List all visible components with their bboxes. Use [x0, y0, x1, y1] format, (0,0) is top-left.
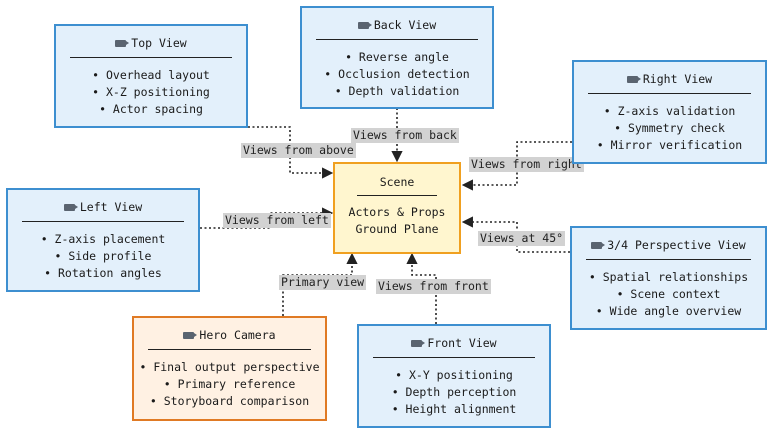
title-divider [588, 93, 751, 94]
camera-icon [357, 21, 372, 29]
node-title: Front View [427, 335, 497, 350]
node-title: Back View [373, 17, 437, 32]
camera-icon [63, 203, 78, 211]
node-item: • Spatial relationships [588, 270, 749, 284]
node-title: 3/4 Perspective View [607, 237, 746, 252]
edge-front-view [406, 252, 437, 324]
camera-icon [591, 241, 606, 249]
node-title: Hero Camera [199, 327, 276, 342]
edge-label-at-45: Views at 45° [478, 231, 566, 246]
edge-label-from-right: Views from right [469, 157, 584, 172]
title-divider [70, 57, 232, 58]
node-item: • Mirror verification [596, 138, 743, 152]
node-item: • Storyboard comparison [149, 394, 310, 408]
hero-camera-node[interactable]: Hero Camera • Final output perspective •… [132, 316, 327, 421]
node-item: • Side profile [54, 249, 152, 263]
node-item: • Primary reference [163, 377, 296, 391]
node-item: • Wide angle overview [595, 304, 742, 318]
node-item: • Overhead layout [92, 68, 210, 82]
perspective-view-node[interactable]: 3/4 Perspective View • Spatial relations… [570, 226, 767, 330]
node-item: • Z-axis placement [40, 232, 166, 246]
title-divider [373, 357, 535, 358]
title-divider [586, 259, 751, 260]
node-item: • Scene context [616, 287, 721, 301]
title-divider [148, 349, 311, 350]
node-title: Left View [79, 199, 143, 214]
node-item: Ground Plane [355, 222, 439, 236]
edge-label-from-back: Views from back [351, 128, 459, 143]
node-item: Actors & Props [348, 205, 446, 219]
node-item: • Height alignment [391, 402, 517, 416]
top-view-node[interactable]: Top View • Overhead layout • X-Z positio… [54, 24, 248, 128]
edge-label-primary: Primary view [279, 275, 367, 290]
right-view-node[interactable]: Right View • Z-axis validation • Symmetr… [572, 60, 767, 164]
node-item: • X-Y positioning [395, 368, 513, 382]
node-item: • Symmetry check [614, 121, 725, 135]
title-divider [357, 195, 437, 196]
scene-node[interactable]: Scene Actors & Props Ground Plane [333, 162, 461, 254]
camera-icon [115, 39, 130, 47]
node-title: Scene [379, 174, 415, 189]
camera-icon [183, 331, 198, 339]
edge-label-from-above: Views from above [241, 143, 356, 158]
node-item: • Depth perception [391, 385, 517, 399]
node-item: • X-Z positioning [92, 85, 210, 99]
left-view-node[interactable]: Left View • Z-axis placement • Side prof… [6, 188, 200, 292]
front-view-node[interactable]: Front View • X-Y positioning • Depth per… [357, 324, 551, 428]
node-item: • Depth validation [334, 84, 460, 98]
title-divider [316, 39, 478, 40]
node-title: Top View [131, 35, 187, 50]
node-item: • Z-axis validation [603, 104, 736, 118]
node-item: • Reverse angle [345, 50, 449, 64]
node-item: • Occlusion detection [324, 67, 470, 81]
back-view-node[interactable]: Back View • Reverse angle • Occlusion de… [300, 6, 494, 109]
edge-label-from-front: Views from front [376, 279, 491, 294]
node-title: Right View [642, 71, 713, 86]
node-item: • Actor spacing [99, 102, 203, 116]
camera-icon [626, 75, 641, 83]
title-divider [22, 221, 184, 222]
edge-label-from-left: Views from left [223, 213, 331, 228]
node-item: • Rotation angles [44, 266, 162, 280]
camera-icon [411, 339, 426, 347]
node-item: • Final output perspective [139, 360, 320, 374]
